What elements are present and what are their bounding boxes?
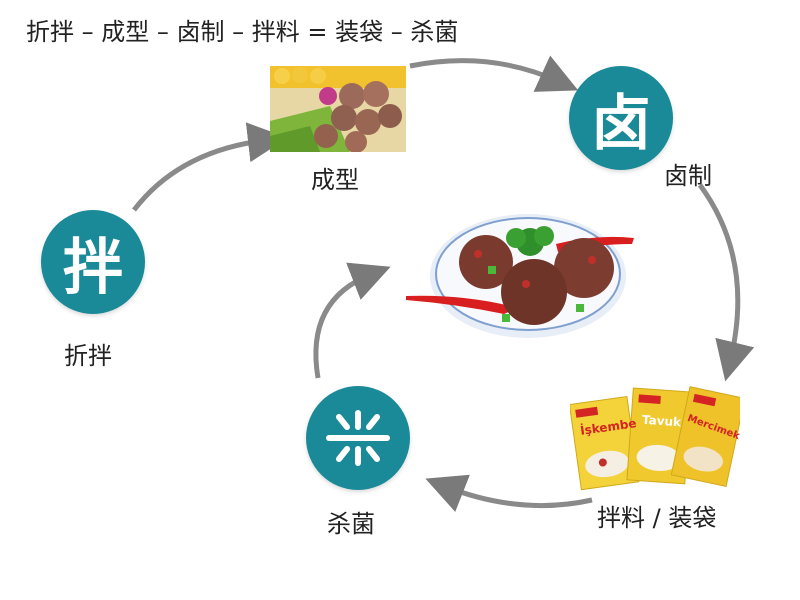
sterilize-icon [326,410,390,466]
marinate-circle: 卤 [569,66,673,170]
diagram-title: 折拌 – 成型 – 卤制 – 拌料 = 装袋 – 杀菌 [26,18,459,46]
sterilize-label: 杀菌 [327,510,375,538]
meatball-tray-image [270,66,406,152]
arrow-shape-to-marinate [409,55,579,92]
sterilize-circle [306,386,410,490]
arrow-mix-to-shape [132,122,288,212]
mix-label: 折拌 [64,342,112,370]
marinate-label: 卤制 [664,162,712,190]
finished-dish-image [406,214,634,338]
soup-packets-image: İşkembe Tavuk Mercimek [570,382,741,494]
mix-circle: 拌 [41,210,145,314]
shape-label: 成型 [311,166,359,194]
arrow-sterilize-to-dish [313,262,391,379]
arrow-marinate-to-pack [697,183,755,382]
arrow-pack-to-sterilize [425,474,593,512]
packet-name-2: Tavuk [641,412,682,430]
pack-label: 拌料 / 装袋 [597,504,717,532]
mix-glyph: 拌 [63,232,123,303]
marinate-glyph: 卤 [591,88,651,159]
